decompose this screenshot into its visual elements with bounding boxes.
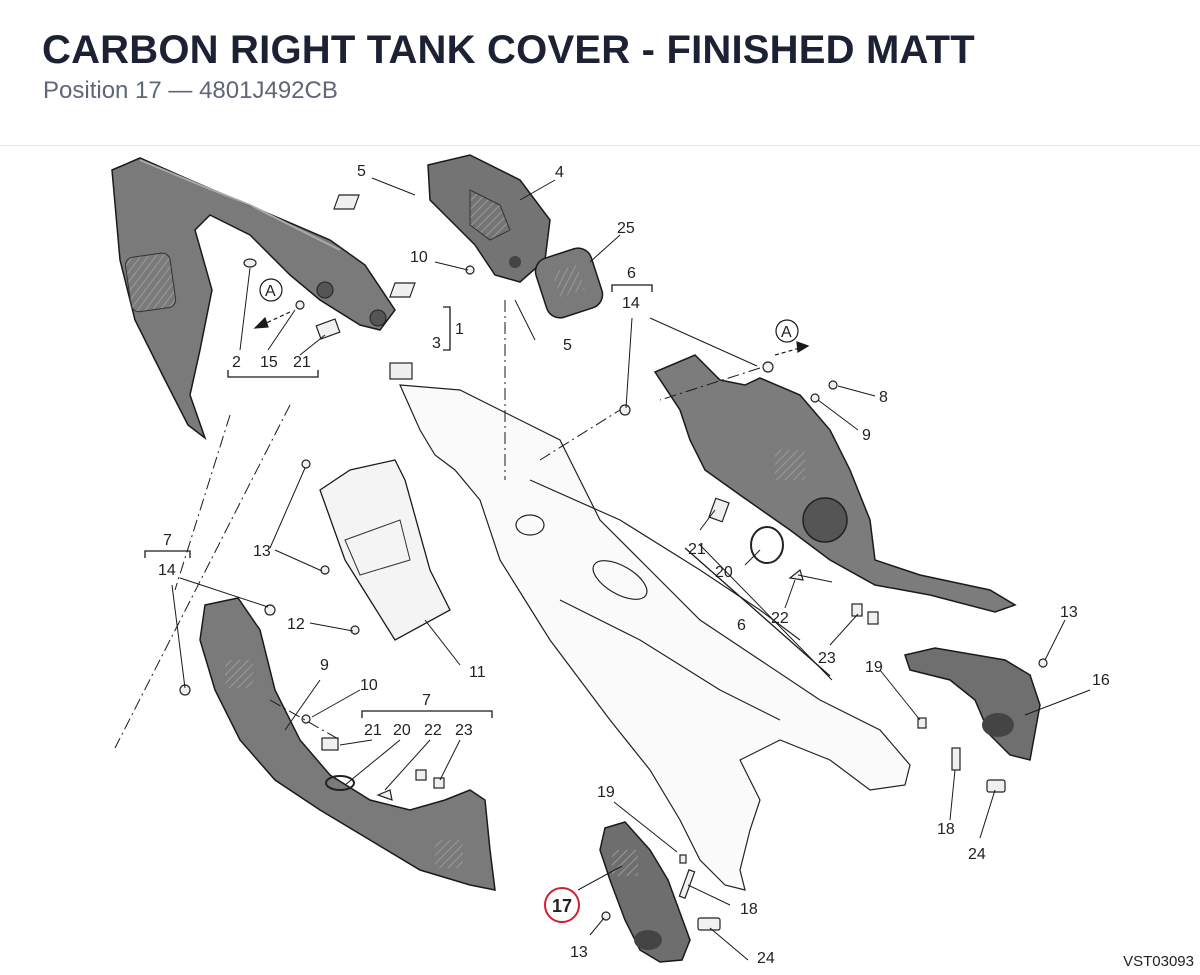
- callout-leaders: [171, 177, 1091, 961]
- assembly-guides: [114, 300, 761, 749]
- callout-label: 21: [364, 722, 382, 739]
- callout-label: 5: [357, 163, 366, 180]
- callout-label: 19: [865, 659, 883, 676]
- callout-label: 11: [469, 664, 486, 681]
- callout-label: 14: [622, 295, 640, 312]
- callout-label: 22: [424, 722, 442, 739]
- group-brackets: [144, 284, 831, 718]
- left-lower-panel: [199, 597, 496, 891]
- callout-label: 20: [393, 722, 411, 739]
- fuel-tank-cover: [427, 154, 551, 283]
- header: CARBON RIGHT TANK COVER - FINISHED MATT …: [0, 0, 1200, 146]
- callout-label: 4: [555, 164, 564, 181]
- callout-label: 8: [879, 389, 888, 406]
- callout-label: 9: [862, 427, 871, 444]
- callout-label: 1: [455, 321, 464, 338]
- callout-label: 16: [1092, 672, 1110, 689]
- right-side-panel: [653, 354, 1017, 613]
- callout-label: 25: [617, 220, 635, 237]
- callout-label: 18: [740, 901, 758, 918]
- page-title: CARBON RIGHT TANK COVER - FINISHED MATT: [42, 28, 975, 72]
- callout-label: 23: [818, 650, 836, 667]
- callout-label: 20: [715, 564, 733, 581]
- callout-label: 24: [757, 950, 775, 967]
- seat-cowl: [111, 157, 396, 441]
- callout-label: 23: [455, 722, 473, 739]
- callout-label: 5: [563, 337, 572, 354]
- drawing-code: VST03093: [1123, 953, 1194, 970]
- callout-label: 6: [737, 617, 746, 634]
- callout-label: 14: [158, 562, 176, 579]
- callout-label: 22: [771, 610, 789, 627]
- small-hardware: [179, 194, 1048, 931]
- carbon-right-tank-cover: [599, 821, 691, 963]
- callout-label: 9: [320, 657, 329, 674]
- callout-label: 19: [597, 784, 615, 801]
- callout-label: 7: [163, 532, 172, 549]
- highlight-ring: [544, 887, 580, 923]
- callout-label: 24: [968, 846, 986, 863]
- bracket-part: [319, 459, 451, 641]
- frame: [399, 384, 911, 891]
- callout-label: 21: [293, 354, 311, 371]
- callout-label: 10: [410, 249, 428, 266]
- highlighted-callout: 17: [552, 896, 572, 916]
- callout-label: 10: [360, 677, 378, 694]
- callout-label: A: [265, 283, 276, 300]
- callout-label: A: [781, 324, 792, 341]
- callout-labels: 5 4 25 10 6 14 1 3 2 15 21 A 5 A 8 9 13 …: [158, 163, 1110, 967]
- callout-label: 13: [253, 543, 271, 560]
- direction-arrows: [253, 278, 810, 356]
- callout-label: 15: [260, 354, 278, 371]
- callout-label: 7: [422, 692, 431, 709]
- cap-part: [534, 247, 604, 319]
- right-lower-bracket: [904, 647, 1041, 761]
- callout-label: 6: [627, 265, 636, 282]
- callout-label: 3: [432, 335, 441, 352]
- callout-label: 12: [287, 616, 305, 633]
- callout-label: 13: [570, 944, 588, 961]
- part-subtitle: Position 17 — 4801J492CB: [43, 77, 338, 104]
- callout-label: 13: [1060, 604, 1078, 621]
- callout-label: 2: [232, 354, 241, 371]
- callout-label: 21: [688, 541, 706, 558]
- callout-label: 18: [937, 821, 955, 838]
